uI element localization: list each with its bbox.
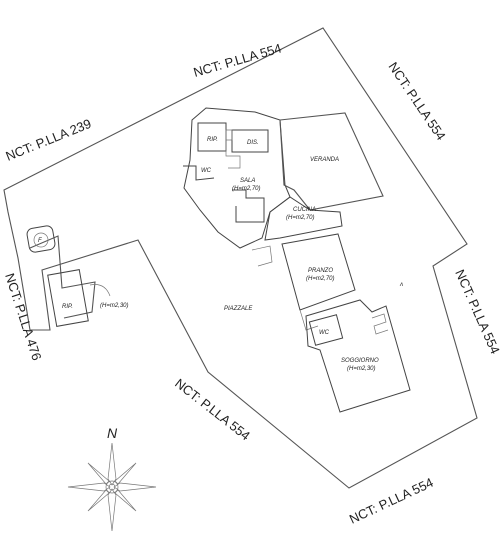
cucina-walls — [264, 196, 343, 241]
label-sala-height: (H=m2,70) — [232, 186, 261, 192]
label-cucina: CUCINA — [293, 207, 316, 213]
label-soggiorno-height: (H=m2,30) — [347, 366, 376, 372]
label-cucina-height: (H=m2,70) — [286, 215, 315, 221]
compass-north-label: N — [107, 425, 118, 441]
label-piazzale: PIAZZALE — [224, 306, 253, 312]
pranzo-corridor — [299, 309, 319, 331]
stair-link — [251, 245, 273, 267]
house-outer-wall — [183, 107, 291, 249]
label-wc-bottom: WC — [319, 330, 330, 336]
rip-annex-box — [47, 269, 89, 327]
pranzo-walls — [281, 233, 356, 311]
label-ncp-center-bottom: NCT: P.LLA 554 — [172, 376, 253, 444]
f-circle — [33, 232, 49, 248]
label-pranzo-height: (H=m2,70) — [306, 276, 335, 282]
rip-door-arc — [89, 284, 111, 297]
label-rip-left-height: (H=m2,30) — [100, 303, 129, 309]
label-rip-left: RIP. — [62, 304, 73, 310]
label-ncp-top-right: NCT: P.LLA 554 — [386, 59, 449, 143]
label-sala: SALA — [240, 178, 255, 184]
soggiorno-walls — [305, 299, 411, 413]
label-ncp-top: NCT: P.LLA 554 — [192, 40, 283, 79]
f-box — [26, 225, 56, 253]
label-wc-top: WC — [201, 168, 212, 174]
wc-room — [308, 314, 344, 346]
cross-walls — [225, 129, 241, 169]
label-ncp-left: NCT: P.LLA 476 — [2, 271, 44, 362]
label-dis: DIS. — [247, 140, 259, 146]
label-ncp-top-left: NCT: P.LLA 239 — [4, 116, 94, 164]
label-soggiorno: SOGGIORNO — [341, 358, 379, 364]
label-f: F — [38, 238, 42, 244]
label-rip-top: RIP. — [207, 137, 218, 143]
dis-room — [231, 129, 269, 153]
stairs — [371, 313, 389, 335]
label-veranda: VERANDA — [310, 157, 339, 163]
property-boundary — [3, 27, 478, 489]
label-ncp-bottom-right: NCT: P.LLA 554 — [347, 475, 436, 527]
stray-mark: ʌ — [399, 282, 403, 288]
compass-rose — [67, 442, 157, 532]
sala-internal — [232, 189, 265, 223]
corridor-walls — [183, 165, 215, 181]
label-ncp-right: NCT: P.LLA 554 — [452, 267, 500, 356]
label-pranzo: PRANZO — [308, 268, 333, 274]
